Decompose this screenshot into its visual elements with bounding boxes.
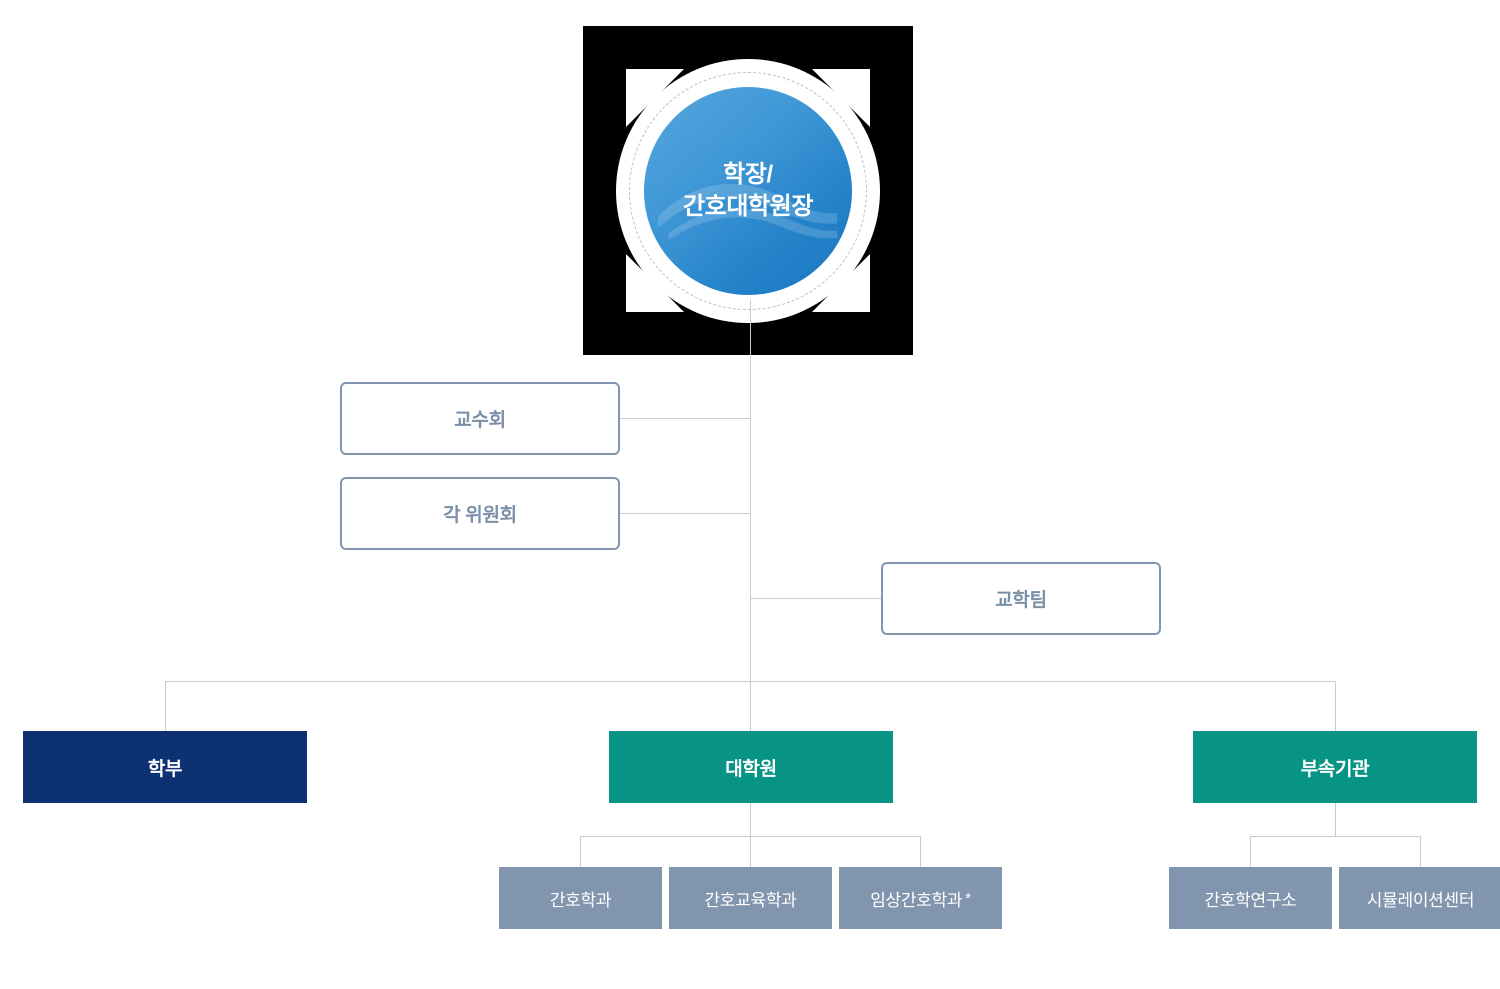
connector-trunk-vertical (750, 300, 751, 682)
node-nursing-research-institute-label: 간호학연구소 (1204, 890, 1297, 910)
connector-drop-nursing-education-dept (750, 836, 751, 867)
node-simulation-center-label: 시뮬레이션센터 (1366, 890, 1475, 910)
node-faculty-council[interactable]: 교수회 (340, 382, 620, 455)
node-nursing-dept-label: 간호학과 (549, 890, 612, 910)
node-clinical-nursing-dept[interactable]: 임상간호학과* (839, 867, 1002, 929)
connector-drop-clinical-nursing-dept (920, 836, 921, 867)
node-committees[interactable]: 각 위원회 (340, 477, 620, 550)
dean-node-ring: 학장/ 간호대학원장 (616, 58, 880, 323)
node-clinical-nursing-dept-label: 임상간호학과 (870, 890, 963, 910)
connector-drop-undergraduate (165, 681, 166, 731)
connector-affiliated-bus (1250, 836, 1421, 837)
connector-academic-affairs-team (750, 598, 882, 599)
node-nursing-dept[interactable]: 간호학과 (499, 867, 662, 929)
connector-drop-graduate-school (750, 681, 751, 731)
node-affiliated-institutions[interactable]: 부속기관 (1193, 731, 1477, 803)
connector-drop-nursing-dept (580, 836, 581, 867)
connector-affiliated-stem (1335, 803, 1336, 836)
connector-drop-affiliated-institutions (1335, 681, 1336, 731)
node-academic-affairs-team[interactable]: 교학팀 (881, 562, 1161, 635)
connector-drop-nursing-research-institute (1250, 836, 1251, 867)
node-nursing-research-institute[interactable]: 간호학연구소 (1169, 867, 1332, 929)
node-nursing-education-dept[interactable]: 간호교육학과 (669, 867, 832, 929)
node-faculty-council-label: 교수회 (454, 410, 506, 431)
dashed-ring-icon (629, 71, 867, 310)
node-nursing-education-dept-label: 간호교육학과 (704, 890, 797, 910)
node-committees-label: 각 위원회 (443, 505, 517, 526)
node-academic-affairs-team-label: 교학팀 (995, 590, 1047, 611)
node-simulation-center[interactable]: 시뮬레이션센터 (1339, 867, 1500, 929)
node-graduate-school-label: 대학원 (725, 758, 777, 780)
dean-node-circle[interactable]: 학장/ 간호대학원장 (644, 86, 852, 295)
node-graduate-school[interactable]: 대학원 (609, 731, 893, 803)
connector-drop-simulation-center (1420, 836, 1421, 867)
node-undergraduate-label: 학부 (147, 758, 183, 780)
node-affiliated-institutions-label: 부속기관 (1300, 758, 1370, 780)
connector-graduate-stem (750, 803, 751, 836)
dean-node-label: 학장/ 간호대학원장 (682, 160, 814, 220)
connector-faculty-council (620, 418, 751, 419)
node-undergraduate[interactable]: 학부 (23, 731, 307, 803)
dean-node-frame: 학장/ 간호대학원장 (583, 26, 913, 355)
connector-committees (620, 513, 751, 514)
footnote-asterisk-icon: * (965, 889, 971, 907)
